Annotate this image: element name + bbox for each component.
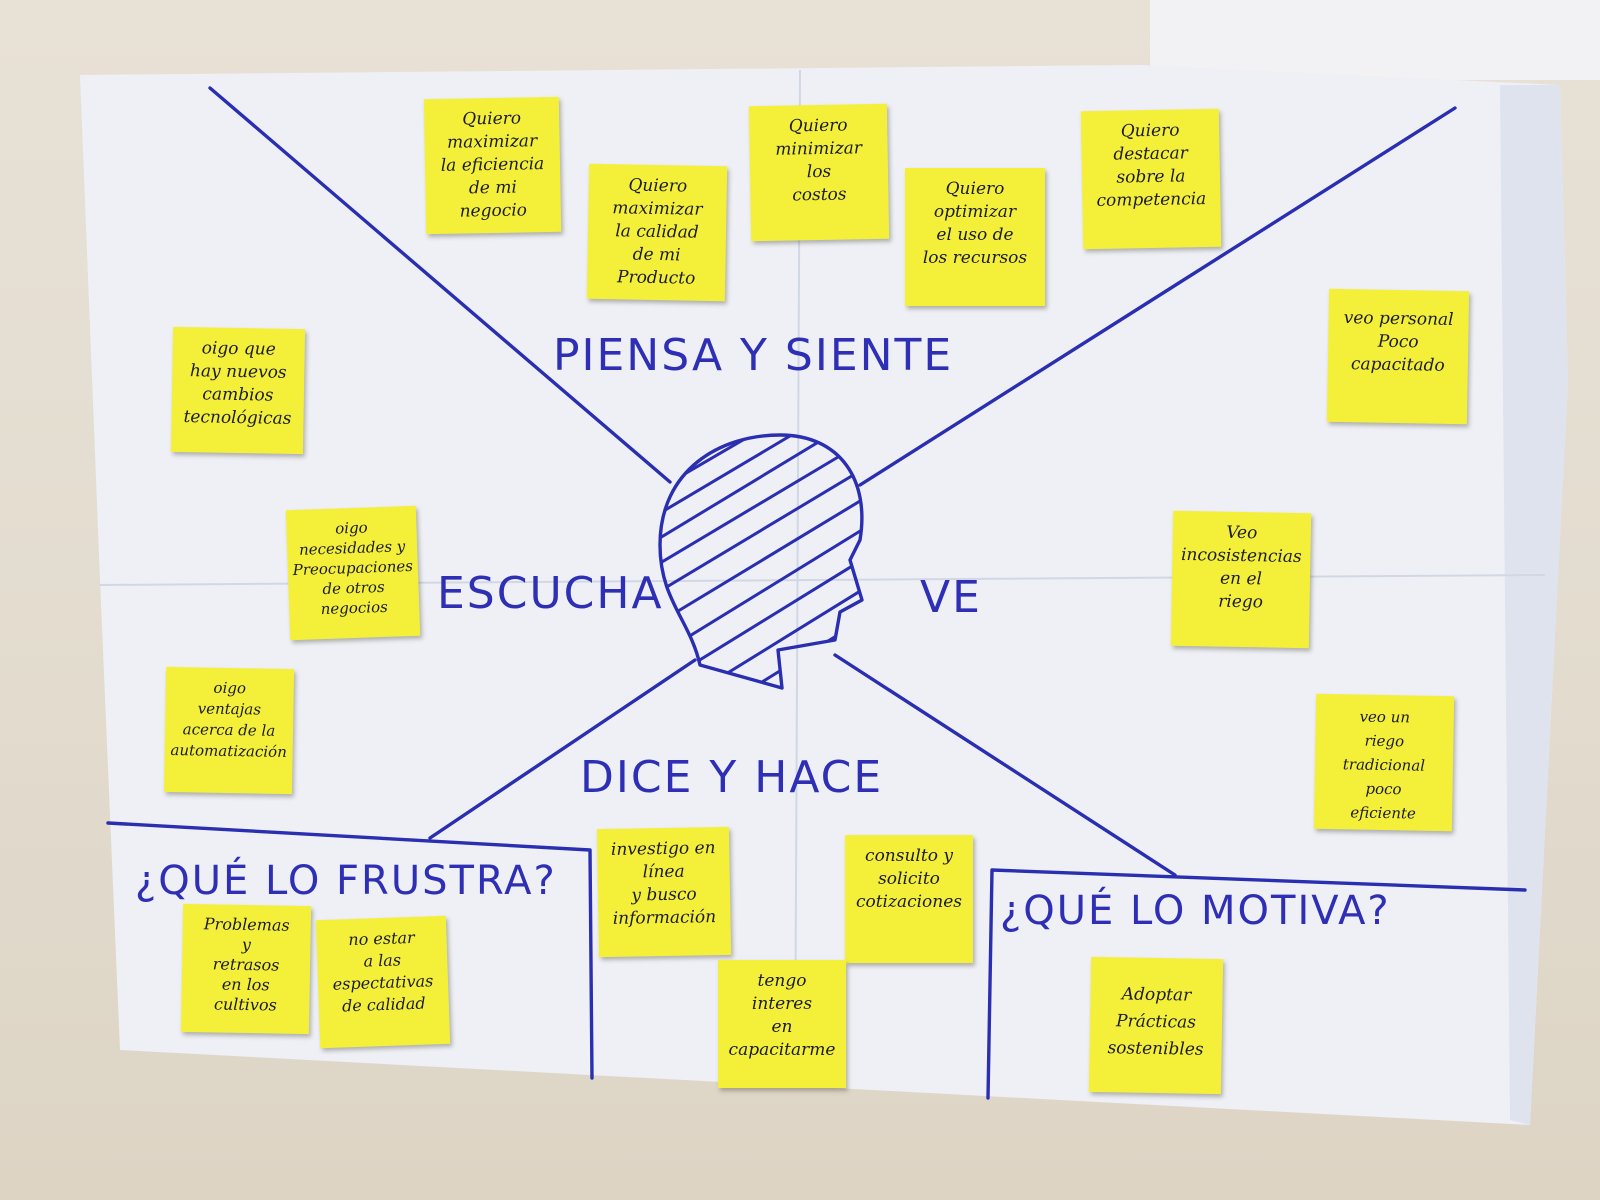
sticky-note-text: consulto y solicito cotizaciones: [855, 846, 963, 912]
background-paper: [1150, 0, 1600, 80]
sticky-note-text: Quiero maximizar la eficiencia de mi neg…: [440, 108, 545, 222]
diagonal-top-left: [208, 86, 672, 484]
sticky-note-text: oigo necesidades y Preocupaciones de otr…: [292, 518, 414, 619]
sticky-note-text: no estar a las espectativas de calidad: [332, 927, 434, 1016]
sticky-note: oigo que hay nuevos cambios tecnológicas: [170, 326, 306, 455]
sticky-note: oigo ventajas acerca de la automatizació…: [163, 666, 295, 795]
sticky-note: Quiero maximizar la eficiencia de mi neg…: [423, 96, 562, 235]
sticky-note: oigo necesidades y Preocupaciones de otr…: [285, 505, 421, 641]
sticky-note: Problemas y retrasos en los cultivos: [180, 903, 312, 1035]
poster-sheet: [80, 65, 1568, 1125]
sticky-note: Veo incosistencias en el riego: [1170, 510, 1312, 649]
sticky-note-text: oigo ventajas acerca de la automatizació…: [170, 678, 287, 762]
sticky-note-text: investigo en línea y busco información: [610, 838, 717, 929]
sticky-note-text: Quiero maximizar la calidad de mi Produc…: [612, 175, 703, 289]
sticky-note-text: Veo incosistencias en el riego: [1180, 522, 1302, 613]
section-title-que-lo-frustra: ¿QUÉ LO FRUSTRA?: [135, 858, 557, 904]
diagonal-top-right: [858, 106, 1457, 487]
sticky-note-text: tengo interes en capacitarme: [728, 971, 836, 1060]
sticky-note: Quiero maximizar la calidad de mi Produc…: [586, 163, 728, 302]
sticky-note-text: Adoptar Prácticas sostenibles: [1107, 984, 1204, 1060]
sticky-note: consulto y solicito cotizaciones: [845, 835, 973, 963]
sticky-note-text: Quiero destacar sobre la competencia: [1096, 120, 1207, 211]
sticky-note-text: Quiero optimizar el uso de los recursos: [922, 179, 1028, 268]
frustra-box: [106, 821, 594, 1080]
section-title-escucha: ESCUCHA: [437, 568, 664, 619]
sticky-note-text: Quiero minimizar los costos: [775, 115, 863, 206]
section-title-que-lo-motiva: ¿QUÉ LO MOTIVA?: [1000, 888, 1391, 934]
diagonal-bottom-right: [833, 653, 1177, 877]
section-title-dice-y-hace: DICE Y HACE: [580, 752, 884, 803]
sticky-note: veo personal Poco capacitado: [1326, 288, 1470, 425]
sticky-note-text: veo personal Poco capacitado: [1343, 308, 1454, 376]
sticky-note-text: veo un riego tradicional poco eficiente: [1342, 707, 1426, 823]
sticky-note: Quiero optimizar el uso de los recursos: [905, 168, 1045, 306]
sticky-note: Quiero destacar sobre la competencia: [1080, 108, 1222, 250]
sticky-note: investigo en línea y busco información: [596, 826, 732, 958]
diagonal-bottom-left: [428, 658, 697, 840]
poster-sheet-edge: [1500, 85, 1568, 1125]
motiva-box: [986, 868, 1527, 1100]
sticky-note-text: oigo que hay nuevos cambios tecnológicas: [183, 338, 292, 429]
sticky-note: Adoptar Prácticas sostenibles: [1088, 956, 1224, 1095]
sticky-note: Quiero minimizar los costos: [748, 103, 890, 242]
section-title-ve: VE: [920, 572, 982, 623]
sticky-note: veo un riego tradicional poco eficiente: [1313, 693, 1455, 832]
section-title-piensa-y-siente: PIENSA Y SIENTE: [553, 330, 954, 381]
sticky-note-text: Problemas y retrasos en los cultivos: [203, 914, 290, 1015]
sticky-note: tengo interes en capacitarme: [718, 960, 846, 1088]
sticky-note: no estar a las espectativas de calidad: [315, 915, 451, 1049]
